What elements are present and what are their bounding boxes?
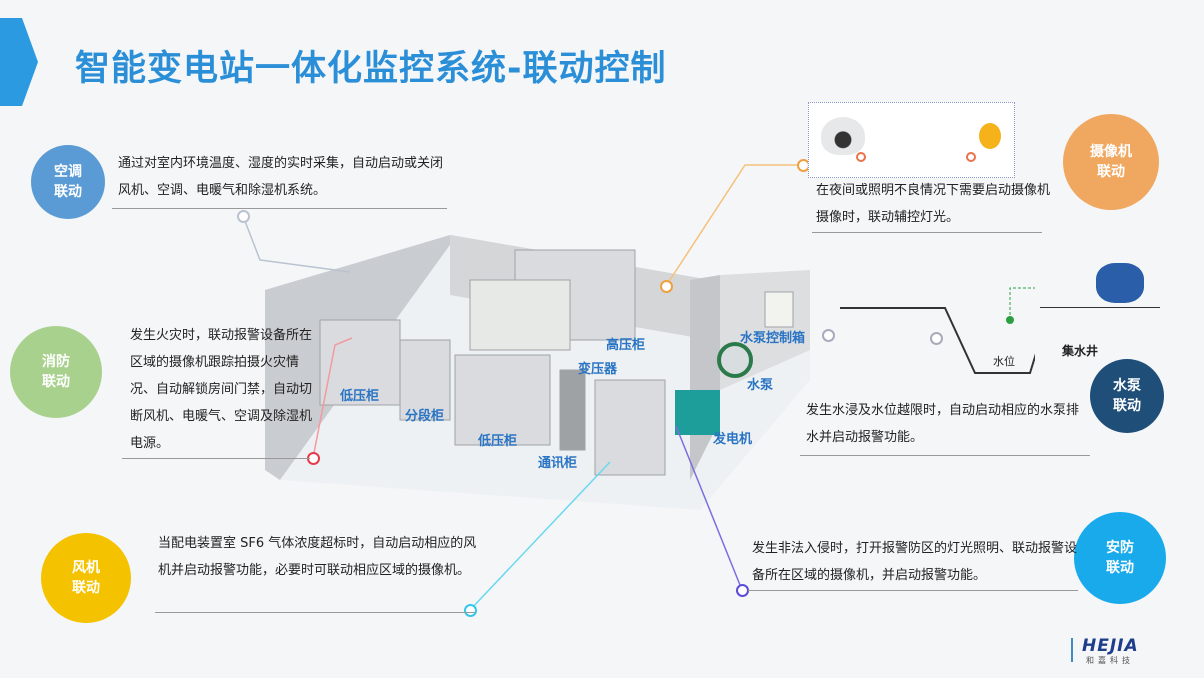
pump-connector-dot-2 — [930, 332, 943, 345]
ac-connector-dot — [237, 210, 250, 223]
divider — [748, 590, 1078, 591]
fan-linkage-badge: 风机联动 — [41, 533, 131, 623]
light-bulb-icon — [979, 123, 1001, 149]
label-generator: 发电机 — [713, 432, 753, 447]
label-low-voltage-cabinet-1: 低压柜 — [340, 389, 380, 404]
logo-cn: 和嘉科技 — [1086, 656, 1134, 665]
page-title: 智能变电站一体化监控系统-联动控制 — [75, 49, 667, 89]
water-pump-icon — [1096, 263, 1144, 303]
logo-brand: HEJIA — [1082, 636, 1139, 656]
light-dot — [966, 152, 976, 162]
label-transformer: 变压器 — [578, 362, 618, 377]
camera-linkage-description: 在夜间或照明不良情况下需要启动摄像机摄像时，联动辅控灯光。 — [816, 183, 1051, 225]
divider — [155, 612, 475, 613]
fan-connector-dot — [464, 604, 477, 617]
security-linkage-description: 发生非法入侵时，打开报警防区的灯光照明、联动报警设备所在区域的摄像机，并启动报警… — [752, 541, 1078, 583]
ac-linkage-badge: 空调联动 — [31, 145, 105, 219]
pump-linkage-badge: 水泵联动 — [1090, 359, 1164, 433]
ac-linkage-description: 通过对室内环境温度、湿度的实时采集，自动启动或关闭风机、空调、电暖气和除湿机系统… — [118, 156, 444, 198]
label-low-voltage-cabinet-2: 低压柜 — [478, 434, 518, 449]
label-communication-cabinet: 通讯柜 — [538, 456, 578, 471]
divider — [112, 208, 447, 209]
pump-connector-dot-1 — [822, 329, 835, 342]
fire-linkage-badge: 消防联动 — [10, 326, 102, 418]
label-section-cabinet: 分段柜 — [405, 409, 445, 424]
label-high-voltage-cabinet: 高压柜 — [606, 338, 646, 353]
substation-room-illustration — [265, 235, 810, 510]
camera-linkage-badge: 摄像机联动 — [1063, 114, 1159, 210]
label-pump-control-box: 水泵控制箱 — [740, 331, 806, 346]
label-pump: 水泵 — [747, 378, 774, 393]
camera-wall-dot — [660, 280, 673, 293]
camera-icon — [821, 117, 865, 155]
divider — [122, 458, 310, 459]
security-linkage-badge: 安防联动 — [1074, 512, 1166, 604]
fire-linkage-description: 发生火灾时，联动报警设备所在区域的摄像机跟踪拍摄火灾情况、自动解锁房间门禁，自动… — [130, 328, 313, 451]
fan-linkage-description: 当配电装置室 SF6 气体浓度超标时，自动启动相应的风机并启动报警功能，必要时可… — [158, 536, 477, 578]
divider — [812, 232, 1042, 233]
water-level-label: 水位 — [993, 355, 1015, 368]
sump-well-label: 集水井 — [1062, 344, 1099, 358]
camera-light-diagram — [808, 102, 1015, 178]
sump-well-diagram — [840, 287, 1035, 374]
pump-linkage-description: 发生水浸及水位越限时，自动启动相应的水泵排水并启动报警功能。 — [806, 403, 1080, 445]
divider — [800, 455, 1090, 456]
camera-dot — [856, 152, 866, 162]
logo-divider — [1071, 638, 1073, 662]
corner-arrow-decoration — [0, 18, 38, 106]
